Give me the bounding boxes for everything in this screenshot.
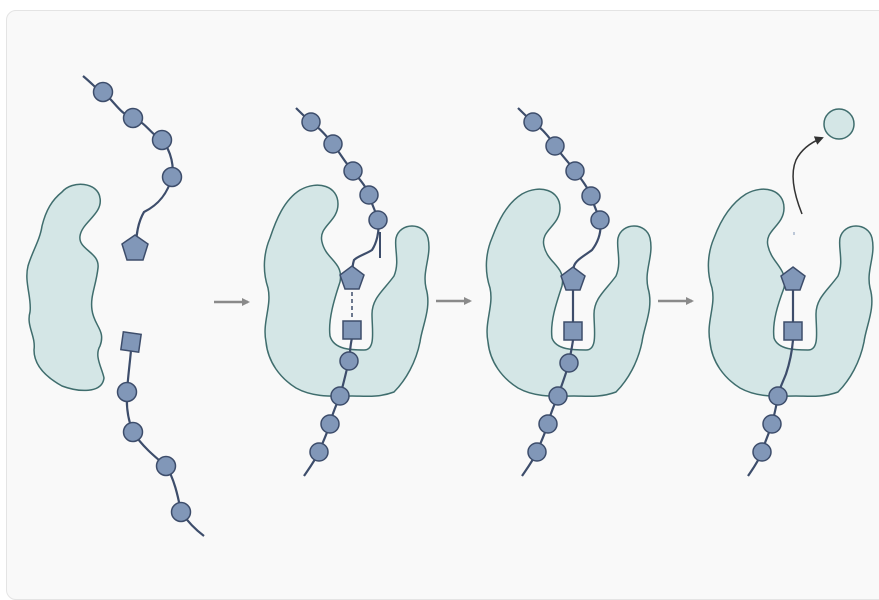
lower-residues [527,353,579,462]
upper-residues [523,112,610,230]
residue-icon [359,185,379,205]
square-icon [342,320,362,340]
protein-icon [707,188,874,398]
residue-icon [320,414,340,434]
lower-chain [125,349,205,537]
residue-icon [752,442,772,462]
residue-icon [368,210,388,230]
upper-residues [301,112,388,230]
residue-icon [301,112,321,132]
lower-residues [309,351,359,462]
residue-icon [151,129,173,151]
pentagon-icon [339,265,365,290]
square-icon [563,321,583,341]
residue-icon [122,421,144,443]
pentagon-icon [121,234,149,261]
stage-2-aligned [263,107,430,477]
residue-icon [762,414,782,434]
residue-icon [768,386,788,406]
release-arrow-icon [792,136,824,215]
residue-icon [545,136,565,156]
stage-3-bonded [485,107,652,477]
upper-residues [92,81,183,188]
residue-icon [523,112,543,132]
square-icon [119,330,143,354]
protein-icon [26,183,105,392]
protein-icon [263,184,430,398]
residue-icon [565,161,585,181]
residue-icon [170,501,192,523]
stage-4-released [707,108,874,477]
pentagon-icon [560,266,586,291]
residue-icon [538,414,558,434]
residue-icon [590,210,610,230]
residue-icon [559,353,579,373]
residue-icon [548,386,568,406]
residue-icon [527,442,547,462]
square-icon [783,321,803,341]
leaving-group-icon [823,108,855,140]
protein-icon [485,188,652,398]
residue-icon [581,186,601,206]
residue-icon [323,134,343,154]
residue-icon [155,455,177,477]
residue-icon [330,386,350,406]
residue-icon [122,107,144,129]
stage-1-separate [26,75,205,537]
pentagon-icon [780,266,806,291]
lower-residues [116,381,192,523]
residue-icon [343,161,363,181]
upper-chain [82,75,174,247]
lower-residues [752,386,788,462]
residue-icon [309,442,329,462]
residue-icon [339,351,359,371]
residue-icon [92,81,114,103]
residue-icon [116,381,138,403]
residue-icon [161,166,183,188]
